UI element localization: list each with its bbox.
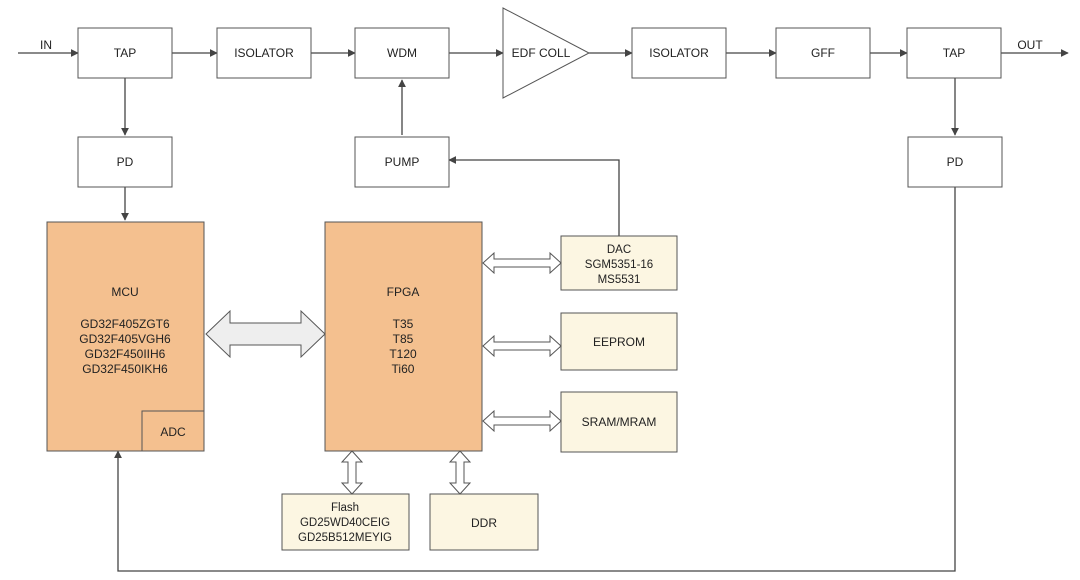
edf-coil-label: EDF COLL: [512, 46, 571, 60]
dac-part-1: SGM5351-16: [585, 259, 653, 271]
ddr-label: DDR: [471, 516, 497, 530]
mcu-fpga-bus-arrow: [205, 309, 326, 359]
fpga-part-2: T85: [393, 332, 414, 346]
out-label: OUT: [1017, 38, 1043, 52]
fpga-block: [324, 221, 483, 452]
pd-out-label: PD: [947, 155, 964, 169]
tap-in-box: [77, 27, 173, 79]
tap-out-box: [906, 27, 1002, 79]
fpga-flash-bus-arrow: [340, 450, 364, 495]
edf-coil-amplifier: [502, 7, 591, 99]
flash-part-2: GD25B512MEYIG: [298, 532, 392, 544]
tap-in-label: TAP: [114, 46, 136, 60]
sram-block: [560, 391, 678, 453]
pump-box: [354, 136, 450, 188]
pd-in-label: PD: [117, 155, 134, 169]
fpga-sram-bus-arrow: [482, 409, 562, 433]
adc-block: [141, 410, 205, 452]
fpga-part-3: T120: [389, 347, 417, 361]
flash-part-1: GD25WD40CEIG: [300, 517, 390, 529]
wdm-label: WDM: [387, 46, 417, 60]
mcu-part-3: GD32F450IIH6: [85, 347, 166, 361]
in-label: IN: [40, 38, 52, 52]
fpga-part-4: Ti60: [392, 362, 415, 376]
mcu-part-2: GD32F405VGH6: [79, 332, 171, 346]
fpga-title: FPGA: [387, 285, 420, 299]
mcu-title: MCU: [111, 285, 138, 299]
eeprom-block: [560, 312, 678, 371]
feedback-loop-arrow: [114, 187, 956, 572]
eeprom-label: EEPROM: [593, 335, 645, 349]
flash-title: Flash: [331, 502, 359, 514]
dac-block: [560, 235, 678, 291]
pd-in-box: [77, 136, 173, 188]
fpga-eeprom-bus-arrow: [482, 334, 562, 358]
pd-out-box: [907, 136, 1003, 188]
fpga-dac-bus-arrow: [482, 251, 562, 275]
adc-label: ADC: [160, 425, 186, 439]
tap-out-label: TAP: [943, 46, 965, 60]
gff-box: [775, 27, 871, 79]
isolator-2-box: [631, 27, 727, 79]
wdm-box: [354, 27, 450, 79]
dac-to-pump-arrow: [448, 156, 620, 236]
flash-block: [281, 493, 410, 551]
isolator-2-label: ISOLATOR: [649, 46, 709, 60]
isolator-1-label: ISOLATOR: [234, 46, 294, 60]
fpga-part-1: T35: [393, 317, 414, 331]
mcu-part-4: GD32F450IKH6: [82, 362, 168, 376]
dac-title: DAC: [607, 244, 631, 256]
dac-part-2: MS5531: [598, 274, 641, 286]
sram-label: SRAM/MRAM: [582, 415, 657, 429]
pump-label: PUMP: [385, 155, 420, 169]
ddr-block: [429, 493, 539, 551]
mcu-part-1: GD32F405ZGT6: [80, 317, 170, 331]
gff-label: GFF: [811, 46, 835, 60]
isolator-1-box: [216, 27, 312, 79]
fpga-ddr-bus-arrow: [448, 450, 472, 495]
